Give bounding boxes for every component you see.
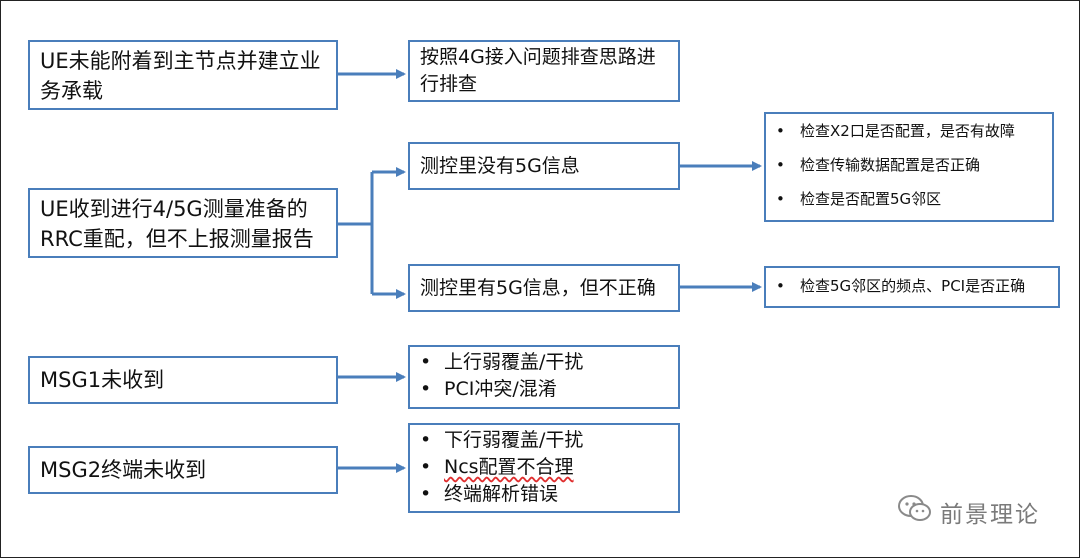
- cause-item: PCI冲突/混淆: [418, 376, 670, 403]
- issue-text: MSG1未收到: [40, 368, 165, 392]
- watermark: 前景理论: [898, 495, 1040, 529]
- causes-box-msg1: 上行弱覆盖/干扰 PCI冲突/混淆: [408, 345, 680, 409]
- issue-text: MSG2终端未收到: [40, 458, 207, 482]
- branch-box-wrong-5g-info: 测控里有5G信息，但不正确: [408, 264, 680, 312]
- cause-text-ncs: Ncs配置不合理: [444, 456, 574, 478]
- branch-box-no-5g-info: 测控里没有5G信息: [408, 142, 680, 190]
- action-box-4g-troubleshoot: 按照4G接入问题排查思路进行排查: [408, 40, 680, 102]
- watermark-text: 前景理论: [940, 502, 1040, 528]
- causes-list: 上行弱覆盖/干扰 PCI冲突/混淆: [418, 349, 670, 403]
- action-text: 按照4G接入问题排查思路进行排查: [420, 46, 656, 95]
- check-item: 检查传输数据配置是否正确: [772, 148, 1046, 182]
- issue-box-attach: UE未能附着到主节点并建立业务承载: [28, 40, 338, 110]
- cause-item: 下行弱覆盖/干扰: [418, 427, 670, 454]
- issue-box-no-measurement-report: UE收到进行4/5G测量准备的RRC重配，但不上报测量报告: [28, 188, 338, 258]
- issue-box-msg2: MSG2终端未收到: [28, 446, 338, 494]
- issue-text: UE未能附着到主节点并建立业务承载: [40, 49, 321, 103]
- check-item: 检查X2口是否配置，是否有故障: [772, 114, 1046, 148]
- cause-item: Ncs配置不合理: [418, 454, 670, 481]
- wechat-icon: [898, 494, 932, 530]
- issue-box-msg1: MSG1未收到: [28, 356, 338, 404]
- branch-text: 测控里有5G信息，但不正确: [420, 276, 656, 299]
- checks-box-no-5g-info: 检查X2口是否配置，是否有故障 检查传输数据配置是否正确 检查是否配置5G邻区: [764, 112, 1054, 222]
- check-item: 检查5G邻区的频点、PCI是否正确: [772, 269, 1052, 303]
- issue-text: UE收到进行4/5G测量准备的RRC重配，但不上报测量报告: [40, 197, 314, 251]
- causes-list: 下行弱覆盖/干扰 Ncs配置不合理 终端解析错误: [418, 427, 670, 508]
- branch-text: 测控里没有5G信息: [420, 154, 580, 177]
- causes-box-msg2: 下行弱覆盖/干扰 Ncs配置不合理 终端解析错误: [408, 423, 680, 513]
- check-item: 检查是否配置5G邻区: [772, 182, 1046, 216]
- checks-box-wrong-5g-info: 检查5G邻区的频点、PCI是否正确: [764, 266, 1060, 308]
- cause-item: 上行弱覆盖/干扰: [418, 349, 670, 376]
- cause-item: 终端解析错误: [418, 481, 670, 508]
- checks-list: 检查X2口是否配置，是否有故障 检查传输数据配置是否正确 检查是否配置5G邻区: [772, 114, 1046, 216]
- checks-list: 检查5G邻区的频点、PCI是否正确: [772, 269, 1052, 303]
